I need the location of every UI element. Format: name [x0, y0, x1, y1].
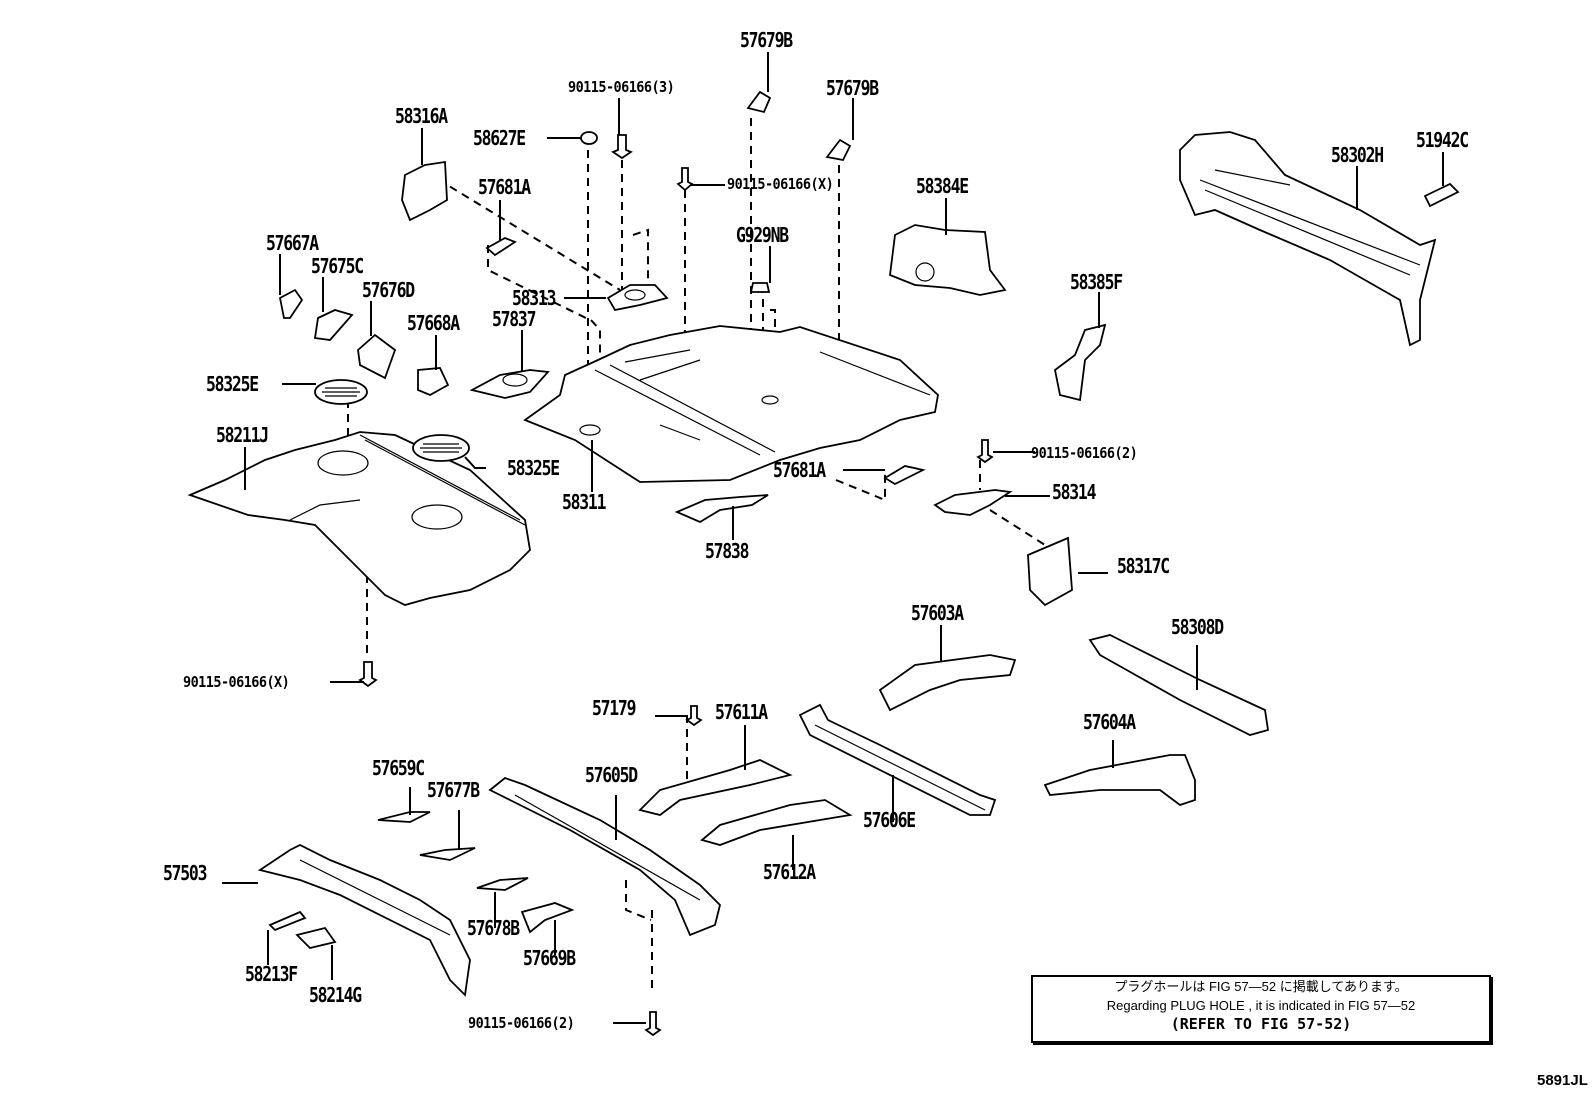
part-57611A-floor-member[interactable]	[638, 759, 793, 816]
part-58211J-rear-floor-pan[interactable]	[187, 431, 531, 606]
part-57669B-bracket[interactable]	[520, 902, 575, 934]
part-58385F-bracket[interactable]	[1054, 323, 1107, 402]
part-57676D-bracket[interactable]	[357, 333, 397, 380]
label-58213F[interactable]: 58213F	[245, 962, 298, 986]
part-58325E-plug-right[interactable]	[412, 434, 470, 462]
part-58313-bracket[interactable]	[606, 284, 669, 312]
label-90115-06166-3[interactable]: 90115-06166(3)	[568, 78, 675, 96]
part-57612A-floor-member[interactable]	[700, 799, 853, 846]
label-58302H[interactable]: 58302H	[1331, 143, 1384, 167]
label-58211J[interactable]: 58211J	[216, 423, 269, 447]
note-line-japanese: プラグホールは FIG 57―52 に掲載してあります。	[1114, 979, 1408, 994]
label-57606E[interactable]: 57606E	[863, 808, 916, 832]
figure-code: 5891JL	[1537, 1072, 1588, 1089]
part-57678B-bracket[interactable]	[476, 877, 529, 891]
label-58385F[interactable]: 58385F	[1070, 270, 1123, 294]
label-57838[interactable]: 57838	[705, 539, 749, 563]
part-51942C-plug[interactable]	[1423, 182, 1460, 208]
part-G929NB-nut[interactable]	[749, 282, 771, 293]
label-58313[interactable]: 58313	[512, 286, 556, 310]
part-57681A-bracket-left[interactable]	[485, 237, 517, 257]
label-57676D[interactable]: 57676D	[362, 278, 415, 302]
part-90115-06166-x-bolt-top[interactable]	[676, 167, 694, 192]
label-57659C[interactable]: 57659C	[372, 756, 425, 780]
label-57678B[interactable]: 57678B	[467, 916, 520, 940]
part-57679B-clip-top[interactable]	[746, 90, 772, 114]
part-58311-center-floor-pan[interactable]	[523, 325, 939, 483]
leader-lines	[222, 52, 1444, 1024]
label-58325E-left[interactable]: 58325E	[206, 372, 259, 396]
label-58317C[interactable]: 58317C	[1117, 554, 1170, 578]
part-58302H-rear-cross-member[interactable]	[1179, 131, 1437, 347]
part-57681A-bracket-right[interactable]	[883, 465, 926, 486]
label-57604A[interactable]: 57604A	[1083, 710, 1136, 734]
part-57603A-floor-member[interactable]	[878, 654, 1017, 712]
part-90115-06166-2-bolt-right[interactable]	[976, 439, 994, 464]
label-57667A[interactable]: 57667A	[266, 231, 319, 255]
part-57606E-floor-member[interactable]	[798, 703, 997, 816]
part-57677B-bracket[interactable]	[419, 847, 476, 861]
label-58325E-right[interactable]: 58325E	[507, 456, 560, 480]
part-58325E-plug-left[interactable]	[314, 379, 368, 405]
label-57179[interactable]: 57179	[592, 696, 636, 720]
part-58308D-cross-member[interactable]	[1088, 634, 1270, 736]
label-57668A[interactable]: 57668A	[407, 311, 460, 335]
part-58384E-panel[interactable]	[889, 224, 1007, 296]
label-57669B[interactable]: 57669B	[523, 946, 576, 970]
part-90115-06166-x-bolt-left[interactable]	[358, 661, 378, 688]
label-57612A[interactable]: 57612A	[763, 860, 816, 884]
part-90115-06166-2-bolt-bottom[interactable]	[644, 1011, 662, 1037]
label-57611A[interactable]: 57611A	[715, 700, 768, 724]
label-57837[interactable]: 57837	[492, 307, 536, 331]
label-57681A-right[interactable]: 57681A	[773, 458, 826, 482]
label-90115-06166-2-bottom[interactable]: 90115-06166(2)	[468, 1014, 575, 1032]
part-57668A-bracket[interactable]	[417, 367, 450, 396]
label-58311[interactable]: 58311	[562, 490, 606, 514]
label-58316A[interactable]: 58316A	[395, 104, 448, 128]
part-57679B-clip-right[interactable]	[825, 138, 852, 162]
part-58214G-bracket[interactable]	[295, 926, 337, 949]
part-58316A-panel[interactable]	[401, 160, 448, 222]
part-58213F-bracket[interactable]	[268, 910, 307, 932]
part-57837-bracket[interactable]	[469, 369, 550, 399]
part-58627E-grommet[interactable]	[580, 131, 598, 145]
note-line-english: Regarding PLUG HOLE , it is indicated in…	[1106, 998, 1416, 1013]
label-57677B[interactable]: 57677B	[427, 778, 480, 802]
part-57604A-floor-member[interactable]	[1043, 754, 1196, 807]
label-58214G[interactable]: 58214G	[309, 983, 362, 1007]
label-57605D[interactable]: 57605D	[585, 763, 638, 787]
label-90115-06166-x-top[interactable]: 90115-06166(X)	[727, 175, 834, 193]
label-57503[interactable]: 57503	[163, 861, 207, 885]
part-57675C-bracket[interactable]	[313, 309, 354, 341]
label-90115-06166-2-right[interactable]: 90115-06166(2)	[1031, 444, 1138, 462]
part-57659C-bracket[interactable]	[377, 811, 431, 823]
label-58627E[interactable]: 58627E	[473, 126, 526, 150]
label-51942C[interactable]: 51942C	[1416, 128, 1469, 152]
part-90115-06166-3-bolt[interactable]	[611, 134, 633, 160]
label-57675C[interactable]: 57675C	[311, 254, 364, 278]
part-57667A-bracket[interactable]	[278, 288, 304, 319]
part-57838-bracket[interactable]	[674, 494, 769, 524]
label-90115-06166-x-left[interactable]: 90115-06166(X)	[183, 673, 290, 691]
label-G929NB[interactable]: G929NB	[736, 223, 789, 247]
part-57179-bolt[interactable]	[685, 705, 703, 727]
label-57603A[interactable]: 57603A	[911, 601, 964, 625]
note-refer-link[interactable]: (REFER TO FIG 57-52)	[1170, 1015, 1352, 1033]
label-57679B-right[interactable]: 57679B	[826, 76, 879, 100]
label-58384E[interactable]: 58384E	[916, 174, 969, 198]
label-57679B-top[interactable]: 57679B	[740, 28, 793, 52]
part-57605D-floor-side-member[interactable]	[488, 776, 721, 937]
part-58317C-panel[interactable]	[1027, 536, 1073, 607]
label-57681A-left[interactable]: 57681A	[478, 175, 531, 199]
part-58314-bracket[interactable]	[933, 489, 1013, 516]
plug-hole-reference-note: プラグホールは FIG 57―52 に掲載してあります。 Regarding P…	[1031, 975, 1491, 1043]
label-58308D[interactable]: 58308D	[1171, 615, 1224, 639]
label-58314[interactable]: 58314	[1052, 480, 1096, 504]
part-57503-rear-floor-side-member[interactable]	[257, 843, 471, 997]
